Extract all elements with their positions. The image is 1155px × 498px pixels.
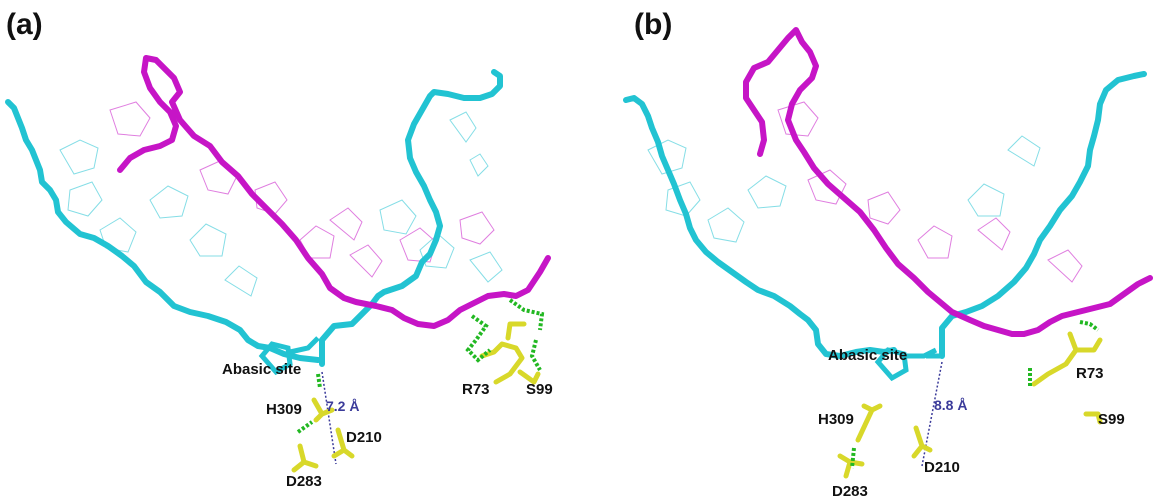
- structure-view: Abasic site 7.2 Å H309 D210 D283 R73 S99: [5, 55, 553, 490]
- residue-label-d210: D210: [346, 429, 382, 446]
- distance-line: [321, 371, 337, 465]
- distance-label: 7.2 Å: [326, 398, 359, 414]
- residue-sticks: [837, 331, 1103, 479]
- panel-label: (a): [6, 8, 43, 41]
- base-wireframe: [59, 101, 503, 297]
- abasic-ring: [258, 336, 320, 376]
- structure-view: Abasic site 8.8 Å H309 D210 D283 R73 S99: [623, 27, 1153, 498]
- residue-label-h309: H309: [266, 401, 302, 418]
- hydrogen-bonds: [296, 298, 545, 434]
- cyan-strand-left: [623, 95, 897, 359]
- residue-label-d283: D283: [832, 483, 868, 498]
- cyan-strand-right: [939, 71, 1147, 359]
- residue-label-r73: R73: [462, 381, 490, 398]
- residue-label-h309: H309: [818, 411, 854, 428]
- magenta-strand: [117, 55, 551, 329]
- residue-label-d283: D283: [286, 473, 322, 490]
- abasic-ring: [874, 347, 942, 382]
- distance-label: 8.8 Å: [934, 397, 967, 413]
- abasic-site-label: Abasic site: [828, 347, 907, 364]
- residue-label-s99: S99: [1098, 411, 1125, 428]
- base-wireframe: [647, 101, 1083, 283]
- magenta-strand: [743, 27, 1153, 337]
- cyan-strand-right: [319, 69, 503, 367]
- hydrogen-bonds: [850, 320, 1100, 469]
- residue-label-d210: D210: [924, 459, 960, 476]
- panel-b: (b) Abasic site 8.8 Å H309 D210 D: [578, 0, 1155, 498]
- cyan-strand-left: [5, 99, 321, 363]
- panel-label: (b): [634, 8, 673, 41]
- abasic-site-label: Abasic site: [222, 361, 301, 378]
- panel-a: (a): [5, 8, 553, 490]
- residue-label-r73: R73: [1076, 365, 1104, 382]
- residue-sticks: [291, 321, 541, 473]
- residue-label-s99: S99: [526, 381, 553, 398]
